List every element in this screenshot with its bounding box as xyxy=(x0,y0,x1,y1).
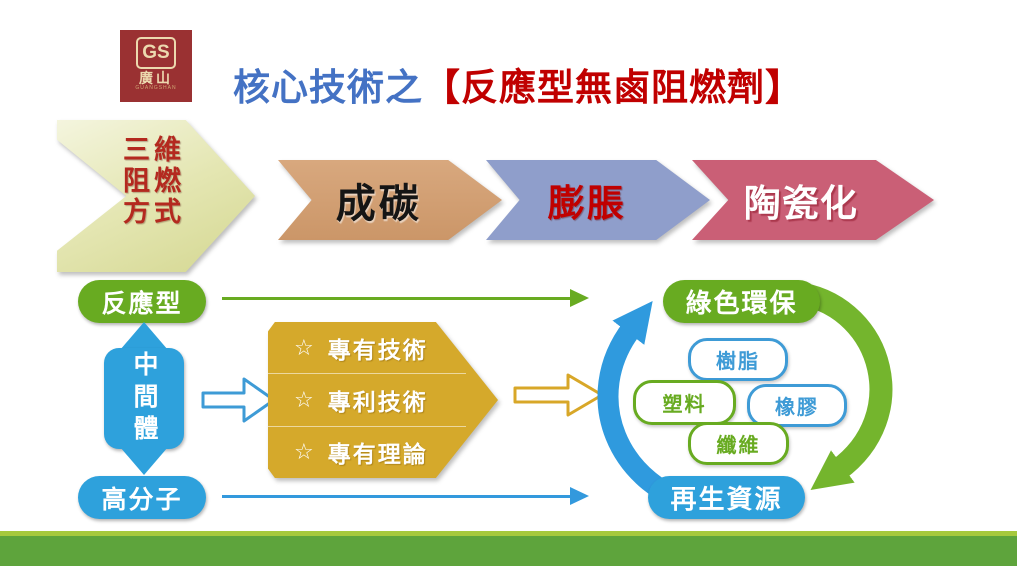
cycle-green-arc-icon xyxy=(799,282,893,491)
flame-mode-line2: 阻燃 xyxy=(123,166,185,196)
tech-item-label: 專有理論 xyxy=(327,441,428,468)
blue-connector-arrowhead-icon xyxy=(570,487,589,505)
footer-accent-bar xyxy=(0,531,1017,536)
tech-list: ☆ 專有技術 ☆ 專利技術 ☆ 專有理論 xyxy=(268,322,498,478)
slide-title-highlight: 【反應型無鹵阻燃劑】 xyxy=(423,67,803,108)
logo-company-name-en: GUANGSHAN xyxy=(135,85,177,91)
tech-item-label: 專有技術 xyxy=(327,336,428,363)
star-icon: ☆ xyxy=(294,439,314,465)
green-connector-arrow xyxy=(222,297,572,300)
star-icon: ☆ xyxy=(294,334,314,360)
intermediate-label: 中間體 xyxy=(130,350,158,447)
tech-item-label: 專利技術 xyxy=(327,388,428,415)
down-arrow-icon xyxy=(120,447,168,475)
tech-chevron: ☆ 專有技術 ☆ 專利技術 ☆ 專有理論 xyxy=(268,322,498,478)
polymer-pill: 高分子 xyxy=(78,476,206,519)
material-fiber: 纖維 xyxy=(688,422,789,465)
process-step-intumescent: 膨脹 xyxy=(486,160,710,240)
logo-monogram-icon: GS xyxy=(136,37,176,69)
tech-item-patented-technology: ☆ 專利技術 xyxy=(268,374,466,427)
blue-connector-arrow xyxy=(222,495,572,498)
logo-company-name-zh: 廣山 xyxy=(139,70,173,86)
material-plastic: 塑料 xyxy=(633,380,736,425)
intermediate-box: 中間體 xyxy=(104,348,184,449)
hollow-gold-arrow-icon xyxy=(513,373,604,417)
material-rubber: 橡膠 xyxy=(747,384,847,427)
company-logo: GS 廣山 GUANGSHAN xyxy=(120,30,192,102)
process-step-ceramization: 陶瓷化 xyxy=(692,160,934,240)
reactive-type-pill: 反應型 xyxy=(78,280,206,323)
recycled-resource-pill: 再生資源 xyxy=(648,476,805,519)
star-icon: ☆ xyxy=(294,386,314,412)
slide-title: 核心技術之【反應型無鹵阻燃劑】 xyxy=(233,57,803,111)
tech-item-proprietary-technology: ☆ 專有技術 xyxy=(268,322,466,375)
process-step-intumescent-label: 膨脹 xyxy=(547,183,626,224)
flame-mode-label: 三維 阻燃 方式 xyxy=(123,135,185,228)
hollow-blue-arrow-icon xyxy=(201,377,276,423)
material-resin: 樹脂 xyxy=(688,338,788,381)
green-environment-pill: 綠色環保 xyxy=(663,280,820,323)
footer-bar xyxy=(0,536,1017,566)
flame-mode-line3: 方式 xyxy=(123,197,185,227)
flame-mode-line1: 三維 xyxy=(123,135,185,165)
slide-title-prefix: 核心技術之 xyxy=(233,67,423,108)
tech-item-proprietary-theory: ☆ 專有理論 xyxy=(268,427,466,478)
process-step-charring-label: 成碳 xyxy=(335,182,422,226)
green-connector-arrowhead-icon xyxy=(570,289,589,307)
process-step-charring: 成碳 xyxy=(278,160,502,240)
process-step-ceramization-label: 陶瓷化 xyxy=(743,183,858,224)
up-arrow-icon xyxy=(120,322,168,350)
flame-mode-chevron: 三維 阻燃 方式 xyxy=(57,120,255,272)
